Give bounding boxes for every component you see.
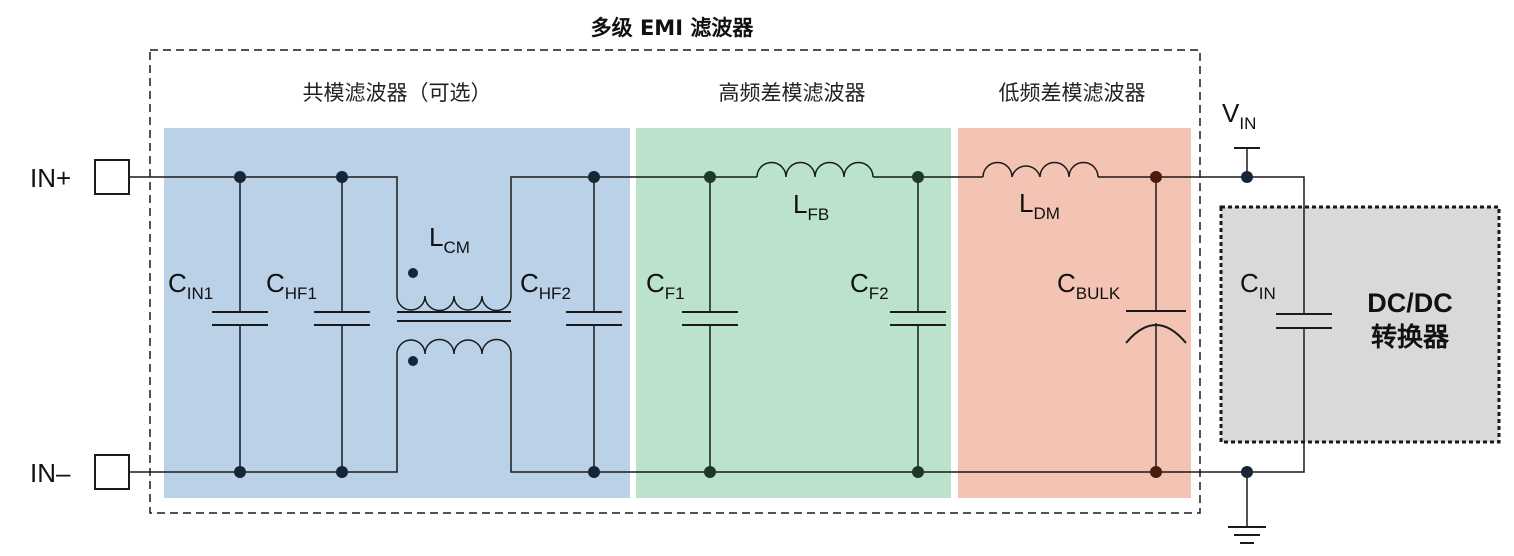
bottom-rail-right: [510, 328, 1305, 473]
in-minus-label: IN–: [30, 458, 71, 488]
capacitor-c-f2: [890, 177, 946, 472]
label-c-in: CIN: [1240, 268, 1276, 303]
label-c-f1: CF1: [646, 268, 685, 303]
label-l-dm: LDM: [1019, 188, 1060, 223]
terminal-in-minus: [94, 454, 130, 490]
ground-icon: [1228, 526, 1266, 544]
label-v-in: VIN: [1222, 98, 1256, 133]
label-c-in1: CIN1: [168, 268, 213, 303]
inductor-l-fb: [756, 161, 874, 178]
top-rail-right: [510, 176, 757, 296]
inductor-l-dm: [982, 161, 1099, 178]
capacitor-c-f1: [682, 177, 738, 472]
low-frequency-region: [958, 128, 1191, 498]
section-label-low-frequency: 低频差模滤波器: [999, 81, 1146, 105]
label-c-f2: CF2: [850, 268, 889, 303]
diagram-title: 多级 EMI 滤波器: [591, 16, 755, 40]
capacitor-c-bulk: [1125, 177, 1187, 472]
label-c-bulk: CBULK: [1057, 268, 1121, 303]
section-label-common-mode: 共模滤波器（可选）: [303, 81, 492, 105]
bottom-rail-left: [130, 354, 398, 473]
dcdc-converter-box: [1219, 205, 1501, 444]
capacitor-c-hf2: [566, 177, 622, 472]
top-rail-end: [1098, 176, 1305, 314]
converter-label-line1: DC/DC: [1367, 288, 1453, 318]
junction-nodes: [234, 171, 1253, 478]
section-label-high-frequency: 高频差模滤波器: [719, 81, 866, 105]
capacitor-c-hf1: [314, 177, 370, 472]
common-mode-choke: [396, 268, 512, 366]
converter-label-line2: 转换器: [1371, 323, 1450, 353]
filter-boundary: [149, 49, 1201, 514]
label-c-hf2: CHF2: [520, 268, 571, 303]
top-rail-left: [130, 176, 398, 296]
capacitor-c-in: [1276, 313, 1332, 329]
label-l-fb: LFB: [793, 189, 829, 224]
capacitor-c-in1: [212, 177, 268, 472]
terminal-in-plus: [94, 159, 130, 195]
in-plus-label: IN+: [30, 163, 71, 193]
label-c-hf1: CHF1: [266, 268, 317, 303]
label-l-cm: LCM: [429, 222, 470, 257]
